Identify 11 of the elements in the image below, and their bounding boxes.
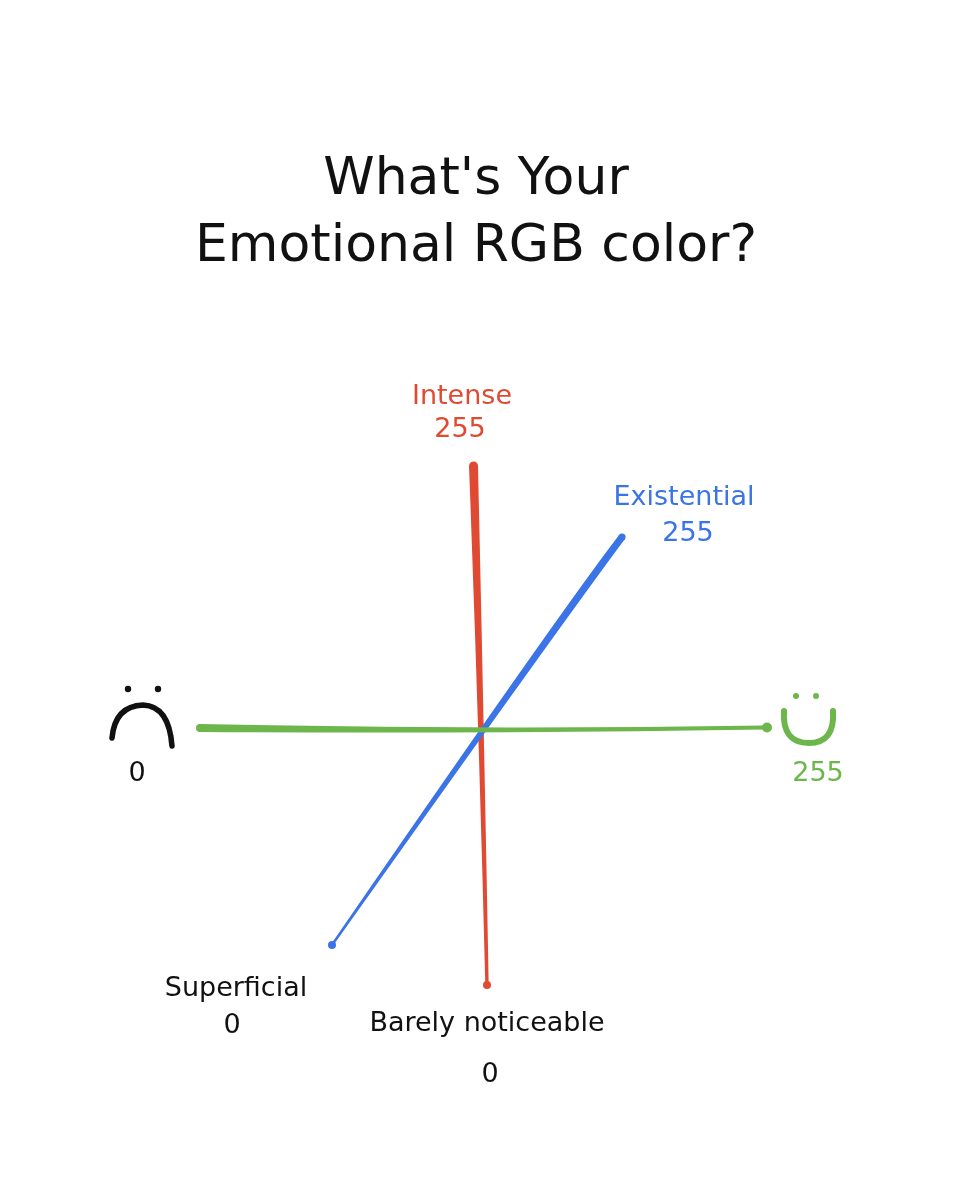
axis-end-label: Intense xyxy=(411,378,513,412)
axis-value-label: 0 xyxy=(223,1007,241,1041)
axis-value-label: 255 xyxy=(662,515,714,549)
axis-end-label: Superficial xyxy=(164,970,308,1004)
axis-value-label: 255 xyxy=(434,411,486,445)
axis-value-label: 0 xyxy=(481,1056,499,1090)
axis-value-label: 0 xyxy=(128,755,146,789)
axis-end-label: Barely noticeable xyxy=(369,1005,605,1039)
axis-end-label: Existential xyxy=(613,479,755,513)
axis-value-label: 255 xyxy=(792,755,844,789)
title: What's Your Emotional RGB color? xyxy=(193,145,758,275)
